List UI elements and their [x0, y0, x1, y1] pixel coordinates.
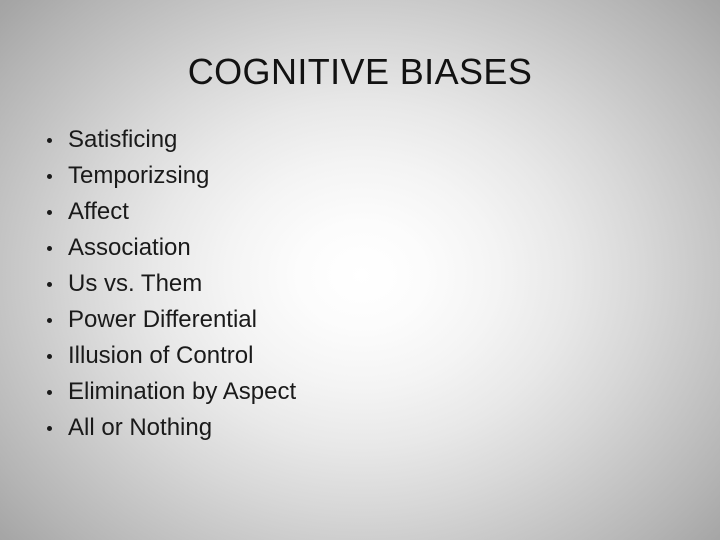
bullet-icon	[47, 138, 52, 143]
list-item-label: Temporizsing	[68, 162, 210, 189]
list-item-label: All or Nothing	[68, 414, 213, 441]
list-item-label: Elimination by Aspect	[68, 378, 297, 405]
bullet-icon	[47, 354, 52, 359]
list-item: Illusion of Control	[40, 338, 660, 374]
list-item: Elimination by Aspect	[40, 374, 660, 410]
bullet-icon	[47, 426, 52, 431]
list-item-label: Us vs. Them	[68, 270, 203, 297]
list-item-label: Illusion of Control	[68, 342, 254, 369]
bullet-icon	[47, 390, 52, 395]
list-item: Affect	[40, 194, 660, 230]
list-item: Power Differential	[40, 302, 660, 338]
list-item-label: Affect	[68, 198, 129, 225]
list-item-label: Power Differential	[68, 306, 257, 333]
bullet-icon	[47, 282, 52, 287]
list-item: Us vs. Them	[40, 266, 660, 302]
list-item: Temporizsing	[40, 158, 660, 194]
bullet-icon	[47, 318, 52, 323]
bullet-icon	[47, 210, 52, 215]
page-title: COGNITIVE BIASES	[187, 51, 533, 92]
cognitive-bias-list: Satisficing Temporizsing Affect Associat…	[40, 122, 660, 446]
list-item: Association	[40, 230, 660, 266]
list-item-label: Association	[68, 234, 191, 261]
bullet-icon	[47, 174, 52, 179]
bullet-icon	[47, 246, 52, 251]
list-item-label: Satisficing	[68, 126, 178, 153]
list-item: All or Nothing	[40, 410, 660, 446]
list-item: Satisficing	[40, 122, 660, 158]
